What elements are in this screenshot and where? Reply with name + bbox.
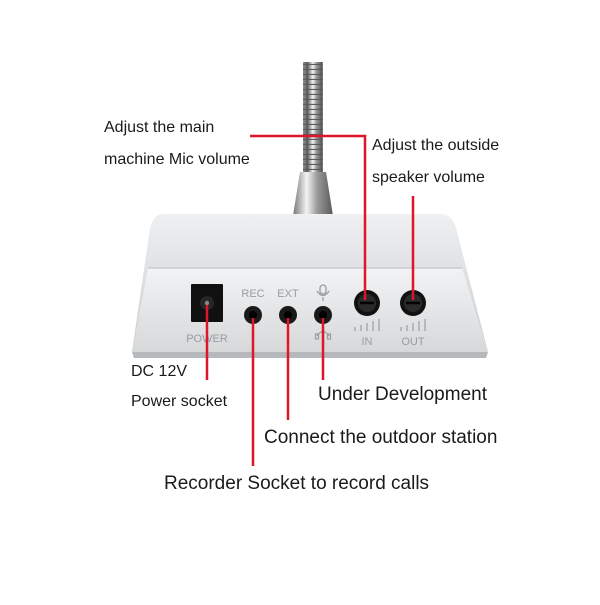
out-panel-label: OUT: [401, 336, 425, 348]
in-panel-label: IN: [362, 336, 373, 348]
ext-jack: EXT: [277, 288, 299, 324]
rec-jack: REC: [241, 288, 265, 324]
leader-lines: [205, 134, 415, 466]
label-recorder-socket: Recorder Socket to record calls: [164, 473, 430, 494]
mic-jack: [314, 284, 332, 340]
label-speaker-volume-line2: speaker volume: [372, 169, 485, 186]
label-outdoor-station: Connect the outdoor station: [264, 427, 498, 448]
label-power-line1: DC 12V: [131, 363, 188, 380]
leader-mic-volume: [250, 134, 367, 300]
label-speaker-volume-line1: Adjust the outside: [372, 137, 500, 154]
out-volume-knob: OUT: [400, 290, 426, 348]
label-mic-volume-line2: machine Mic volume: [104, 151, 250, 168]
gooseneck: [288, 62, 338, 228]
microphone-icon: [316, 284, 330, 301]
label-under-development: Under Development: [318, 384, 487, 405]
ext-panel-label: EXT: [277, 288, 299, 300]
label-power-line2: Power socket: [131, 393, 228, 410]
rec-panel-label: REC: [241, 288, 264, 300]
label-mic-volume-line1: Adjust the main: [104, 119, 215, 136]
in-volume-knob: IN: [354, 290, 380, 348]
